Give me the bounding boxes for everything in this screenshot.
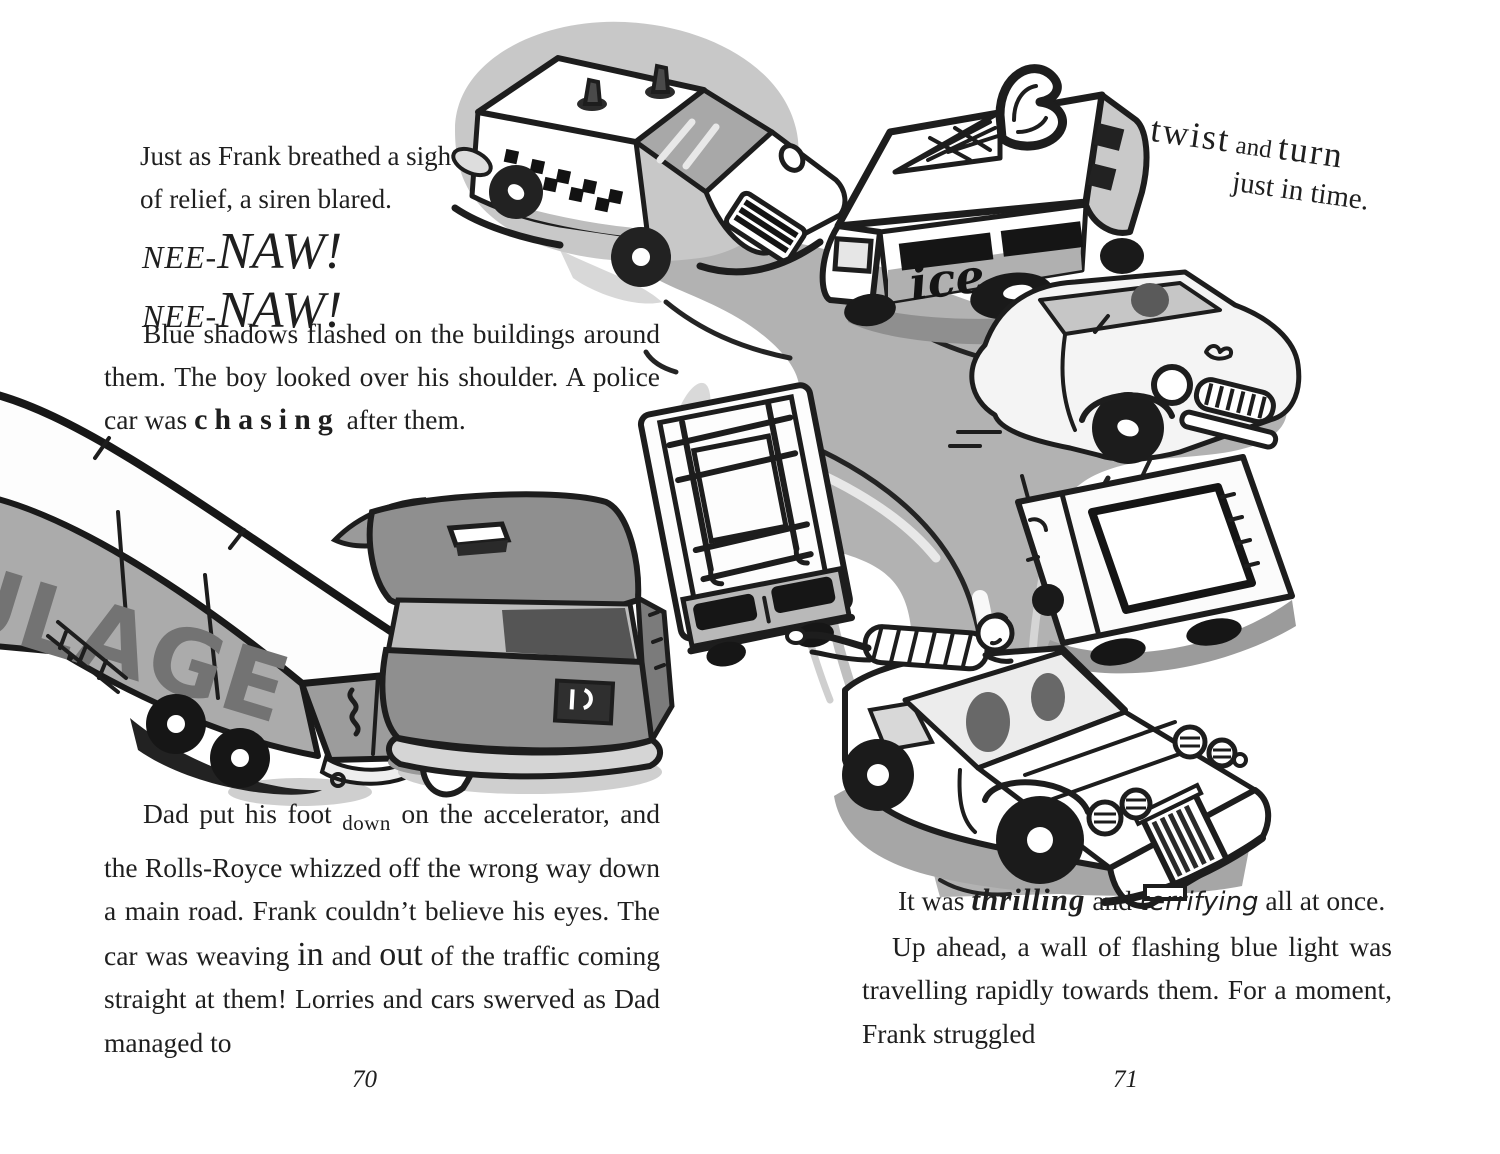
emphasis-out: out bbox=[379, 935, 423, 973]
intro-line-2: of relief, a siren blared. bbox=[140, 184, 392, 214]
page-number-right: 71 bbox=[1113, 1066, 1138, 1093]
body-paragraph-1: Blue shadows flashed on the buildings ar… bbox=[104, 318, 660, 436]
right-page-paragraphs: It was thrilling and terrifying all at o… bbox=[862, 878, 1392, 1055]
emphasis-chasing: chasing bbox=[194, 403, 340, 436]
body-paragraph-4: Up ahead, a wall of flashing blue light … bbox=[862, 930, 1392, 1049]
vintage-car-illustration bbox=[948, 269, 1302, 464]
rolls-royce-illustration bbox=[785, 612, 1272, 909]
body-paragraph-3: It was thrilling and terrifying all at o… bbox=[898, 882, 1386, 917]
haulage-lorry-illustration: ULAGE bbox=[0, 391, 430, 806]
intro-line-1: Just as Frank breathed a sigh bbox=[140, 141, 452, 171]
checker-stripe bbox=[503, 148, 624, 213]
caption-turn: turn bbox=[1275, 126, 1347, 176]
siren-line-1: NEE-NAW! bbox=[142, 223, 343, 280]
headlights bbox=[1086, 724, 1248, 837]
intro-paragraph: Just as Frank breathed a sigh of relief,… bbox=[140, 135, 570, 221]
emphasis-terrifying: terrifying bbox=[1138, 887, 1259, 917]
roofrack-van-illustration bbox=[637, 382, 856, 667]
page-number-left: 70 bbox=[352, 1066, 377, 1093]
siren-sound-text: NEE-NAW! NEE-NAW! bbox=[142, 223, 343, 346]
caption-twist: twist bbox=[1148, 108, 1234, 160]
taxi-illustration bbox=[330, 491, 675, 798]
emphasis-thrilling: thrilling bbox=[971, 882, 1086, 917]
siren-line-2: NEE-NAW! bbox=[142, 282, 343, 339]
body-paragraph-2: Dad put his foot down on the accelerator… bbox=[104, 798, 660, 1058]
boy-on-roof bbox=[785, 612, 1015, 672]
police-car-illustration bbox=[451, 21, 848, 287]
siren-lights bbox=[577, 63, 675, 111]
emphasis-in: in bbox=[297, 935, 324, 973]
flatbed-lorry-illustration bbox=[1015, 454, 1296, 674]
emphasis-down: down bbox=[342, 811, 391, 835]
